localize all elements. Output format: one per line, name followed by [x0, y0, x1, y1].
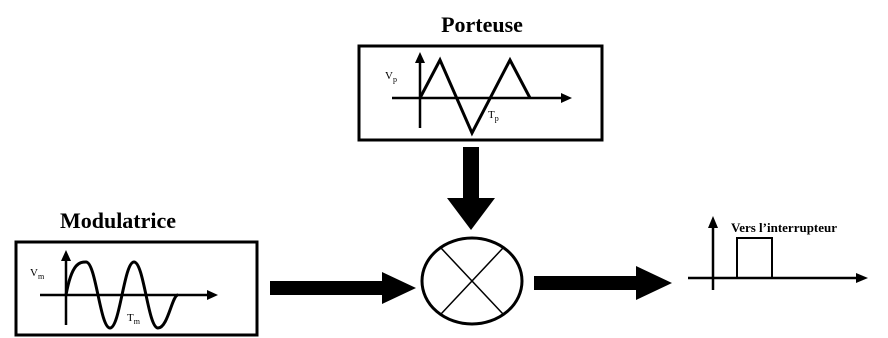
arrow-comparator-to-output	[534, 266, 672, 300]
carrier-amplitude-label: Vp	[385, 70, 397, 84]
modulator-period-label: Tm	[127, 312, 141, 326]
output-y-arrowhead	[708, 216, 718, 228]
modulator-title: Modulatrice	[60, 208, 176, 233]
modulator-x-arrowhead	[207, 290, 218, 300]
output-label: Vers l’interrupteur	[731, 220, 837, 235]
output-pulse	[736, 237, 773, 278]
output-pulse-graph: Vers l’interrupteur	[688, 216, 868, 290]
modulator-block: Modulatrice Vm Tm	[14, 208, 259, 337]
carrier-period-label: Tp	[488, 109, 499, 123]
output-x-arrowhead	[856, 273, 868, 283]
arrow-carrier-to-comparator	[447, 147, 495, 230]
carrier-y-arrowhead	[415, 52, 425, 63]
modulator-sine-wave	[64, 260, 179, 330]
comparator-cross-line-2	[440, 247, 504, 315]
modulator-y-arrowhead	[61, 250, 71, 261]
carrier-triangle-wave	[418, 56, 532, 137]
comparator-symbol	[420, 236, 524, 326]
modulator-amplitude-label: Vm	[30, 267, 45, 281]
carrier-box	[357, 44, 604, 142]
arrow-modulator-to-comparator	[270, 272, 416, 304]
carrier-block: Porteuse Vp Tp	[357, 12, 604, 142]
modulator-box	[14, 240, 259, 337]
carrier-title: Porteuse	[441, 12, 523, 37]
carrier-x-arrowhead	[561, 93, 572, 103]
